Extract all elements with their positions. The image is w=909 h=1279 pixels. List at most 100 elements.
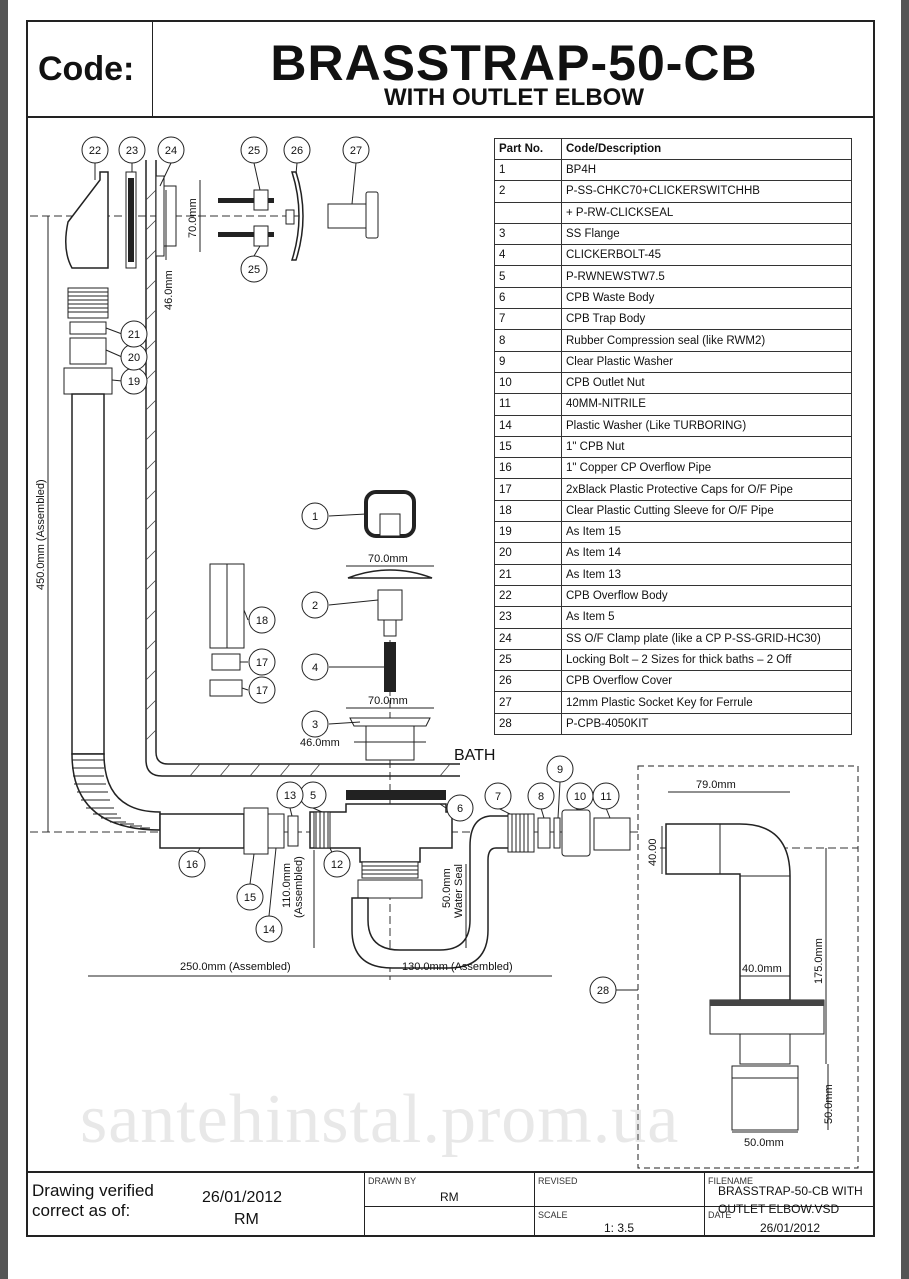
item-bubble: 22	[81, 136, 109, 164]
overflow-washer-core	[128, 178, 134, 262]
elbow-lower-pipe	[739, 1033, 791, 1065]
part-number: 19	[494, 521, 562, 544]
scale-value: 1: 3.5	[604, 1221, 635, 1235]
item-bubble: 24	[157, 136, 185, 164]
compression-seal-8	[537, 817, 551, 849]
dim-175: 175.0mm	[813, 938, 825, 984]
item-bubble-circle	[157, 136, 185, 164]
sheet-edge-right	[901, 0, 909, 1279]
item-bubble-circle	[546, 755, 574, 783]
item-bubble-circle	[248, 606, 276, 634]
item-bubble-label: 9	[557, 764, 563, 776]
tb-divider-3	[704, 1173, 705, 1237]
part-number: 10	[494, 371, 562, 395]
item-bubble: 16	[178, 850, 206, 878]
drawn-by-value: RM	[440, 1190, 459, 1204]
tb-divider-2	[534, 1173, 535, 1237]
item-bubble-circle	[283, 136, 311, 164]
item-bubble-label: 19	[128, 376, 140, 388]
verified-initials: RM	[234, 1211, 259, 1228]
item-bubble: 27	[342, 136, 370, 164]
overflow-nut-19	[63, 367, 113, 395]
date-value: 26/01/2012	[760, 1221, 821, 1235]
item-bubble-circle	[276, 781, 304, 809]
locking-bolt-short	[218, 232, 274, 237]
dim-50-vert: 50.0mm	[823, 1084, 835, 1124]
item-bubble-circle	[118, 136, 146, 164]
item-bubble-circle	[589, 976, 617, 1004]
item-bubble-circle	[323, 850, 351, 878]
elbow-seal-band	[731, 1065, 799, 1079]
item-bubble-label: 21	[128, 329, 140, 341]
dim-46-flange: 46.0mm	[300, 737, 340, 749]
washer-13	[287, 815, 299, 847]
item-bubble-label: 7	[495, 791, 501, 803]
item-bubble: 4	[301, 653, 329, 681]
item-bubble: 12	[323, 850, 351, 878]
dim-250: 250.0mm (Assembled)	[180, 961, 291, 973]
item-bubble-label: 18	[256, 615, 268, 627]
ss-flange-3	[349, 717, 431, 727]
dim-46-vert: 46.0mm	[163, 270, 175, 310]
item-bubble: 6	[446, 794, 474, 822]
item-bubble: 28	[589, 976, 617, 1004]
item-bubble-label: 17	[256, 657, 268, 669]
clear-washer-9	[553, 817, 561, 849]
item-bubble-circle	[446, 794, 474, 822]
bolt-nut-bottom	[253, 225, 269, 247]
elbow-socket	[731, 1077, 799, 1131]
item-bubble-label: 22	[89, 145, 101, 157]
drawn-by-label: DRAWN BY	[368, 1176, 417, 1186]
item-bubble-circle	[236, 883, 264, 911]
cap-17b	[209, 679, 243, 697]
clicker-key-stem	[379, 513, 401, 537]
dim-70-clicker: 70.0mm	[368, 553, 408, 565]
item-bubble: 11	[592, 782, 620, 810]
item-bubble-label: 12	[331, 859, 343, 871]
code-label: Code:	[38, 50, 135, 88]
item-bubble: 21	[120, 320, 148, 348]
part-description: P-CPB-4050KIT	[561, 712, 852, 736]
watermark: santehinstal.prom.ua	[80, 1081, 680, 1158]
item-bubble: 17	[248, 676, 276, 704]
locking-bolt-long	[218, 198, 274, 203]
item-bubble-label: 4	[312, 662, 318, 674]
item-bubble: 8	[527, 782, 555, 810]
item-bubble-label: 11	[600, 791, 611, 803]
item-bubble-label: 1	[312, 511, 318, 523]
item-bubble: 7	[484, 782, 512, 810]
dim-70-flange: 70.0mm	[368, 695, 408, 707]
clicker-stem	[383, 619, 397, 637]
socket-key-handle	[365, 191, 379, 239]
item-bubble: 20	[120, 343, 148, 371]
item-bubble: 25	[240, 255, 268, 283]
item-bubble-label: 3	[312, 719, 318, 731]
item-bubble-label: 25	[248, 264, 260, 276]
plastic-washer-14	[267, 813, 285, 849]
waste-thread	[313, 811, 331, 849]
revised-label: REVISED	[538, 1176, 578, 1186]
item-bubble: 25	[240, 136, 268, 164]
item-bubble-label: 16	[186, 859, 198, 871]
scale-label: SCALE	[538, 1210, 568, 1220]
dim-70-top: 70.0mm	[187, 198, 199, 238]
dim-450: 450.0mm (Assembled)	[35, 479, 47, 590]
item-bubble: 26	[283, 136, 311, 164]
trap-body	[351, 815, 521, 969]
item-bubble-label: 26	[291, 145, 303, 157]
dim-130: 130.0mm (Assembled)	[402, 961, 513, 973]
elbow-collar-band	[710, 1000, 824, 1006]
overflow-pipe-horizontal	[159, 813, 245, 849]
